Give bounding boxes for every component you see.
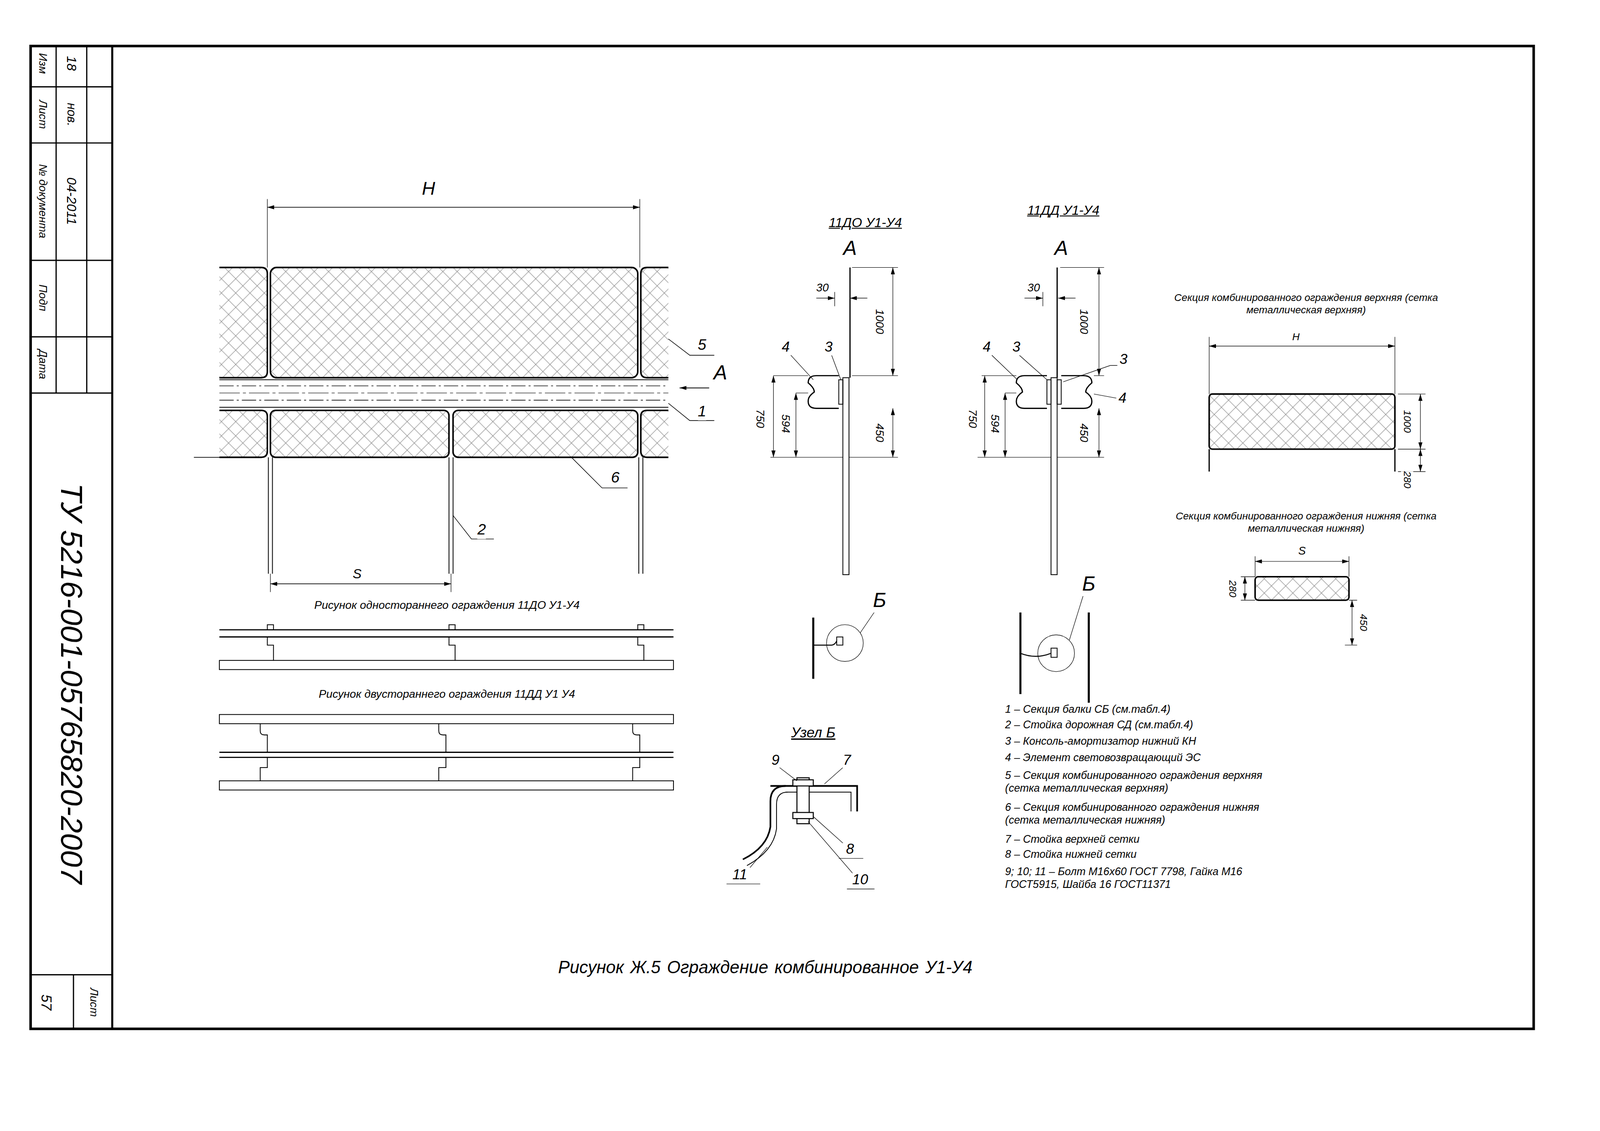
drawing-label: 3: [824, 338, 833, 356]
legend-note: 2 – Стойка дорожная СД (см.табл.4): [1004, 718, 1311, 731]
plan-views: [219, 624, 674, 791]
drawing-label: 1: [697, 402, 707, 421]
drawing-label: Б: [872, 587, 886, 613]
legend-note: 6 – Секция комбинированного ограждения н…: [1004, 800, 1296, 826]
section-two-sided: [977, 267, 1118, 705]
drawing-label: Узел Б: [791, 724, 836, 742]
title-block-text: нов.: [64, 102, 79, 126]
drawing-label: 750: [753, 409, 767, 428]
legend-note: 7 – Стойка верхней сетки: [1004, 832, 1311, 845]
drawing-label: 450: [1077, 423, 1091, 442]
drawing-label: 450: [1356, 613, 1370, 631]
drawing-label: H: [1292, 330, 1300, 343]
drawing-label: 2: [477, 520, 487, 539]
drawing-label: Рисунок одностораннего ограждения 11ДО У…: [314, 598, 580, 612]
drawing-label: Рисунок двустораннего ограждения 11ДД У1…: [318, 687, 575, 701]
drawing-label: 4: [982, 338, 991, 356]
title-block-text: Дата: [36, 349, 50, 379]
drawing-label: 1000: [872, 309, 887, 335]
legend-note: 5 – Секция комбинированного ограждения в…: [1004, 768, 1296, 795]
drawing-label: 11ДД У1-У4: [1027, 202, 1100, 219]
drawing-label: 30: [1027, 280, 1040, 295]
title-block-text: 04-2011: [63, 177, 80, 226]
legend-note: 3 – Консоль-амортизатор нижний КН: [1004, 734, 1311, 748]
drawing-label: Б: [1082, 571, 1096, 596]
title-block-text: 57: [37, 994, 55, 1010]
legend-note: 4 – Элемент световозвращающий ЭС: [1004, 750, 1311, 764]
sheet-frame: [30, 46, 1534, 1029]
drawing-label: 10: [852, 870, 869, 889]
section-details: [1209, 336, 1426, 646]
drawing-label: 1000: [1401, 409, 1414, 433]
drawing-label: Секция комбинированного ограждения нижня…: [1173, 510, 1440, 535]
drawing-label: А: [1054, 235, 1068, 261]
drawing-label: 4: [1118, 389, 1127, 407]
drawing-label: 280: [1226, 580, 1239, 598]
drawing-label: 11ДО У1-У4: [828, 214, 902, 231]
drawing-label: 8: [845, 840, 854, 858]
drawing-label: 594: [988, 414, 1002, 433]
drawing-label: H: [421, 177, 435, 200]
drawing-label: S: [352, 565, 362, 582]
drawing-label: 450: [872, 423, 887, 442]
elevation-view: [193, 199, 715, 593]
title-block-text: Лист: [36, 99, 50, 129]
drawing-label: 280: [1401, 471, 1414, 488]
drawing-label: 1000: [1077, 309, 1091, 335]
drawing-label: 594: [778, 414, 793, 433]
drawing-label: 7: [843, 751, 851, 769]
drawing-label: 6: [611, 468, 620, 487]
drawing-label: A: [713, 360, 728, 385]
drawing-label: 750: [965, 409, 980, 428]
drawing-label: А: [843, 235, 857, 261]
title-block-text: ТУ 5216-001-05765820-2007: [52, 483, 90, 885]
title-block-text: Лист: [87, 987, 101, 1017]
figure-caption: Рисунок Ж.5 Ограждение комбинированное У…: [558, 957, 973, 979]
title-block-text: Изм: [36, 52, 50, 74]
drawing-label: 11: [732, 865, 748, 884]
title-block-text: 18: [63, 56, 80, 71]
legend-note: 8 – Стойка нижней сетки: [1004, 847, 1311, 861]
drawing-label: 3: [1119, 350, 1128, 368]
legend-note: 1 – Секция балки СБ (см.табл.4): [1004, 702, 1311, 716]
section-one-sided: [770, 267, 899, 679]
drawing-label: 4: [781, 338, 790, 356]
drawing-label: 3: [1012, 338, 1021, 356]
title-block-text: Подп: [36, 284, 50, 312]
drawing-label: S: [1298, 544, 1306, 559]
title-block-text: № документа: [36, 164, 50, 239]
detail-b: [726, 767, 875, 889]
drawing-label: 9: [771, 751, 780, 769]
legend-note: 9; 10; 11 – Болт М16х60 ГОСТ 7798, Гайка…: [1004, 864, 1296, 891]
drawing-label: Секция комбинированного ограждения верхн…: [1173, 291, 1440, 317]
drawing-label: 30: [816, 280, 829, 295]
drawing-label: 5: [697, 335, 707, 354]
